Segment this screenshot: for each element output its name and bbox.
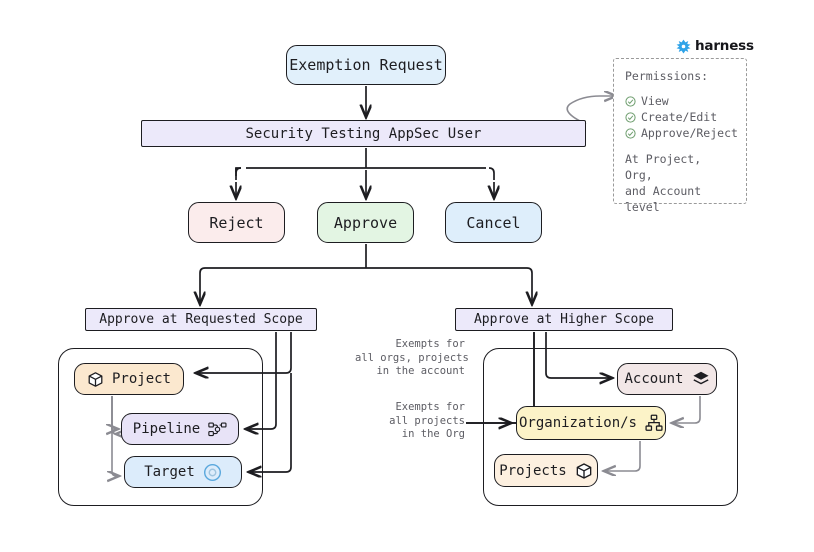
node-exemption-request[interactable]: Exemption Request xyxy=(286,45,446,85)
node-account[interactable]: Account xyxy=(617,363,717,395)
layers-icon xyxy=(692,370,710,388)
node-approve-at-requested-scope[interactable]: Approve at Requested Scope xyxy=(85,308,317,331)
node-project[interactable]: Project xyxy=(74,363,184,395)
check-circle-icon xyxy=(625,127,636,139)
permissions-footer-line1: At Project, Org, xyxy=(625,152,702,182)
node-label: Target xyxy=(144,464,195,480)
node-approve[interactable]: Approve xyxy=(317,202,414,243)
node-organizations[interactable]: Organization/s xyxy=(516,406,666,440)
permission-label: View xyxy=(641,94,669,108)
cube-icon xyxy=(87,371,104,388)
org-chart-icon xyxy=(645,414,663,432)
node-label: Pipeline xyxy=(132,421,201,437)
node-target[interactable]: Target xyxy=(124,456,242,488)
permission-label: Create/Edit xyxy=(641,110,718,124)
node-label: Approve at Higher Scope xyxy=(473,312,654,327)
check-circle-icon xyxy=(625,111,636,123)
node-label: Approve at Requested Scope xyxy=(99,312,303,327)
node-label: Projects xyxy=(499,462,567,479)
node-label: Cancel xyxy=(466,213,521,232)
node-projects[interactable]: Projects xyxy=(494,454,598,487)
requested-scope-cluster xyxy=(58,348,263,506)
permission-label: Approve/Reject xyxy=(641,126,738,140)
harness-diamond-icon xyxy=(676,39,691,54)
permissions-title: Permissions: xyxy=(625,69,709,83)
permission-item-create-edit: Create/Edit xyxy=(625,109,735,125)
higher-scope-cluster xyxy=(483,348,738,506)
node-approve-at-higher-scope[interactable]: Approve at Higher Scope xyxy=(455,308,673,331)
permissions-footer-line2: and Account level xyxy=(625,184,702,214)
pipeline-nodes-icon xyxy=(208,421,227,438)
permissions-panel: Permissions: View Create/Edit xyxy=(613,58,747,214)
edge-label-to-org: Exempts for all projects in the Org xyxy=(389,401,465,440)
node-security-testing-appsec-user[interactable]: Security Testing AppSec User xyxy=(141,120,586,147)
permission-item-approve-reject: Approve/Reject xyxy=(625,125,738,141)
edge-label-to-account: Exempts for all orgs, projects in the ac… xyxy=(355,338,469,377)
node-label: Organization/s xyxy=(518,415,637,431)
node-label: Reject xyxy=(209,213,264,232)
check-circle-icon xyxy=(625,95,636,107)
node-label: Exemption Request xyxy=(289,56,443,74)
node-label: Project xyxy=(111,371,171,387)
node-label: Security Testing AppSec User xyxy=(245,125,482,142)
node-pipeline[interactable]: Pipeline xyxy=(121,413,239,445)
node-label: Account xyxy=(624,371,684,387)
brand-name: harness xyxy=(695,38,754,54)
harness-logo: harness xyxy=(676,38,754,54)
cube-icon xyxy=(575,462,593,480)
node-reject[interactable]: Reject xyxy=(188,202,285,243)
node-label: Approve xyxy=(333,213,398,232)
target-circle-icon xyxy=(203,463,222,482)
node-cancel[interactable]: Cancel xyxy=(445,202,542,243)
permission-item-view: View xyxy=(625,93,735,109)
